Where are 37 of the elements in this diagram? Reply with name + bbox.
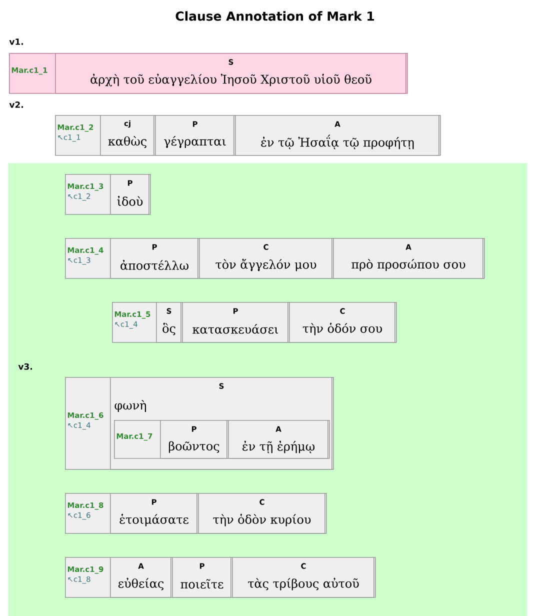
greek-text: ποιεῖτε <box>180 579 224 589</box>
clause-cell <box>228 420 328 459</box>
greek-text: φωνὴ <box>114 400 146 412</box>
clause-cell <box>198 493 326 534</box>
clause-cell <box>110 557 172 598</box>
clause-cell <box>199 238 332 279</box>
greek-text: ἐν τῇ ἐρήμῳ <box>242 440 314 454</box>
greek-text: πρὸ προσώπου σου <box>352 258 466 272</box>
greek-text: ἐν τῷ Ἠσαΐᾳ τῷ προφήτῃ <box>261 134 414 150</box>
greek-text: τὸν ἄγγελόν μου <box>216 258 316 272</box>
clause-cell <box>110 238 198 279</box>
title: Clause Annotation of Mark 1 <box>176 11 374 21</box>
greek-text: τὴν ὁδόν σου <box>302 322 382 336</box>
clause-cell <box>100 115 154 156</box>
clause-cell <box>156 302 182 343</box>
verse-label: v2. <box>9 102 23 108</box>
verse-label: v1. <box>9 38 23 45</box>
greek-text: καθὼς <box>108 136 146 148</box>
clause-cell <box>289 302 396 343</box>
greek-text: ἀρχὴ τοῦ εὐαγγελίου Ἰησοῦ Χριστοῦ υἱοῦ θεοῦ <box>90 74 372 86</box>
clause-cell <box>110 174 150 215</box>
greek-text: ὃς <box>162 322 176 336</box>
greek-text: ἑτοιμάσατε <box>120 514 188 526</box>
clause-cell <box>333 238 484 279</box>
greek-text: τὴν ὁδὸν κυρίου <box>213 514 311 526</box>
greek-text: ἀποστέλλω <box>120 260 188 270</box>
greek-text: κατασκευάσει <box>192 324 278 334</box>
greek-text: τὰς τρίβους αὐτοῦ <box>248 578 359 590</box>
clause-cell <box>110 493 198 534</box>
clause-cell <box>155 115 234 156</box>
verse-label: v3. <box>18 363 32 370</box>
clause-cell <box>172 557 232 598</box>
greek-text: εὐθείας <box>118 578 164 590</box>
greek-text: γέγραπται <box>164 136 226 148</box>
greek-text: ἰδοὺ <box>117 196 143 206</box>
clause-cell <box>160 420 228 459</box>
greek-text: βοῶντος <box>168 441 220 453</box>
